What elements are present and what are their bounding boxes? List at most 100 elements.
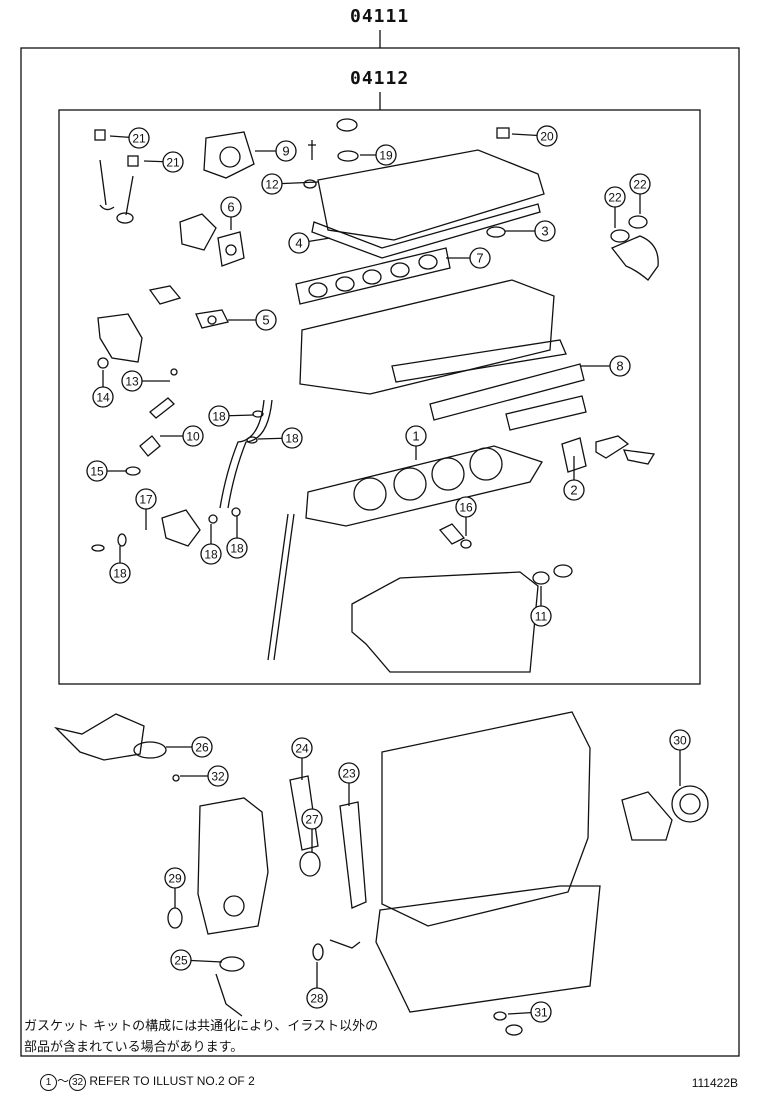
callout-number: 22 (608, 191, 622, 205)
illustration-code: 111422B (691, 1076, 738, 1090)
dipstick-part (267, 513, 295, 661)
callout-circle (220, 196, 242, 218)
callout-circle (92, 386, 114, 408)
strainer-part (312, 939, 361, 961)
illustration-reference-note: 1～32 REFER TO ILLUST NO.2 OF 2 (40, 1072, 255, 1091)
callout-circle (164, 867, 186, 889)
plug-part (496, 127, 510, 139)
callout-circle (281, 427, 303, 449)
callout-number: 3 (541, 224, 548, 239)
callout-7: 7 (446, 247, 491, 269)
callout-number: 26 (195, 741, 209, 755)
callout-circle (207, 765, 229, 787)
callout-circle (530, 605, 552, 627)
callout-27: 27 (301, 808, 323, 852)
callout-circle (301, 808, 323, 830)
callout-10: 10 (160, 425, 204, 447)
callout-22: 22 (629, 173, 651, 214)
callout-number: 29 (168, 872, 182, 886)
callout-6: 6 (220, 196, 242, 230)
callout-number: 16 (459, 501, 473, 515)
callout-circle (255, 309, 277, 331)
callout-number: 20 (540, 130, 554, 144)
callout-circle (629, 173, 651, 195)
callout-number: 18 (230, 542, 244, 556)
callout-29: 29 (164, 867, 186, 908)
callout-circle (536, 125, 558, 147)
callout-circle (609, 355, 631, 377)
thermostat-housing-part (179, 213, 245, 267)
oil-pump-part (167, 907, 245, 1017)
callout-number: 1 (412, 429, 419, 444)
callout-4: 4 (288, 232, 331, 254)
callout-26: 26 (166, 736, 213, 758)
callout-number: 32 (211, 770, 225, 784)
ref-tilde: ～ (57, 1074, 70, 1088)
callout-number: 4 (295, 236, 302, 251)
callout-circle (534, 220, 556, 242)
ref-end-callout: 32 (69, 1074, 87, 1091)
callout-number: 19 (379, 149, 393, 163)
outer-kit-number: 04111 (350, 6, 410, 27)
callout-14: 14 (92, 370, 114, 408)
callout-19: 19 (360, 144, 397, 166)
callout-circle (162, 151, 184, 173)
callout-circle (530, 1001, 552, 1023)
callout-circle (200, 543, 222, 565)
seal-part (532, 564, 573, 585)
parts-note-japanese: ガスケット キットの構成には共通化により、イラスト以外の 部品が含まれている場合… (24, 1016, 378, 1058)
callout-21: 21 (109, 127, 150, 149)
callout-circle (291, 737, 313, 759)
callout-circle (121, 370, 143, 392)
callout-1: 1 (405, 425, 427, 460)
callout-number: 21 (166, 156, 180, 170)
callout-number: 24 (295, 742, 309, 756)
callout-number: 25 (174, 954, 188, 968)
callout-number: 9 (282, 144, 289, 159)
callout-circle (135, 488, 157, 510)
oil-cap-part (303, 118, 359, 189)
callout-28: 28 (306, 962, 328, 1009)
callout-17: 17 (135, 488, 157, 530)
callout-circle (109, 562, 131, 584)
throttle-part (91, 507, 241, 552)
callout-24: 24 (291, 737, 313, 780)
valve-part (94, 129, 139, 224)
callout-circle (306, 987, 328, 1009)
callout-16: 16 (455, 496, 477, 536)
callout-circle (338, 762, 360, 784)
callout-circle (128, 127, 150, 149)
callout-number: 27 (305, 813, 319, 827)
callout-number: 13 (125, 375, 139, 389)
callout-number: 22 (633, 178, 647, 192)
callout-2: 2 (563, 456, 585, 501)
callout-circle (86, 460, 108, 482)
callout-number: 8 (616, 359, 623, 374)
callout-20: 20 (511, 125, 558, 147)
callout-number: 6 (227, 200, 234, 215)
callout-9: 9 (255, 140, 297, 162)
water-outlet-part (97, 313, 143, 369)
head-gasket-part (305, 445, 543, 527)
callout-18: 18 (208, 405, 255, 427)
callout-18: 18 (200, 524, 222, 565)
callout-12: 12 (261, 173, 319, 195)
callout-32: 32 (180, 765, 229, 787)
callout-number: 18 (212, 410, 226, 424)
callout-11: 11 (530, 586, 552, 627)
callout-circle (405, 425, 427, 447)
timing-cover-part (197, 797, 269, 935)
parts-note-line1: ガスケット キットの構成には共通化により、イラスト以外の (24, 1019, 379, 1034)
oil-filter-bracket-part (53, 713, 180, 782)
callout-number: 18 (285, 432, 299, 446)
inner-kit-number: 04112 (350, 68, 410, 89)
intake-gasket-part (295, 247, 451, 305)
callout-15: 15 (86, 460, 127, 482)
callout-circle (288, 232, 310, 254)
callout-number: 15 (90, 465, 104, 479)
cylinder-head-part (299, 279, 555, 395)
callout-circle (208, 405, 230, 427)
timing-seal-part (289, 775, 367, 909)
callout-number: 30 (673, 734, 687, 748)
